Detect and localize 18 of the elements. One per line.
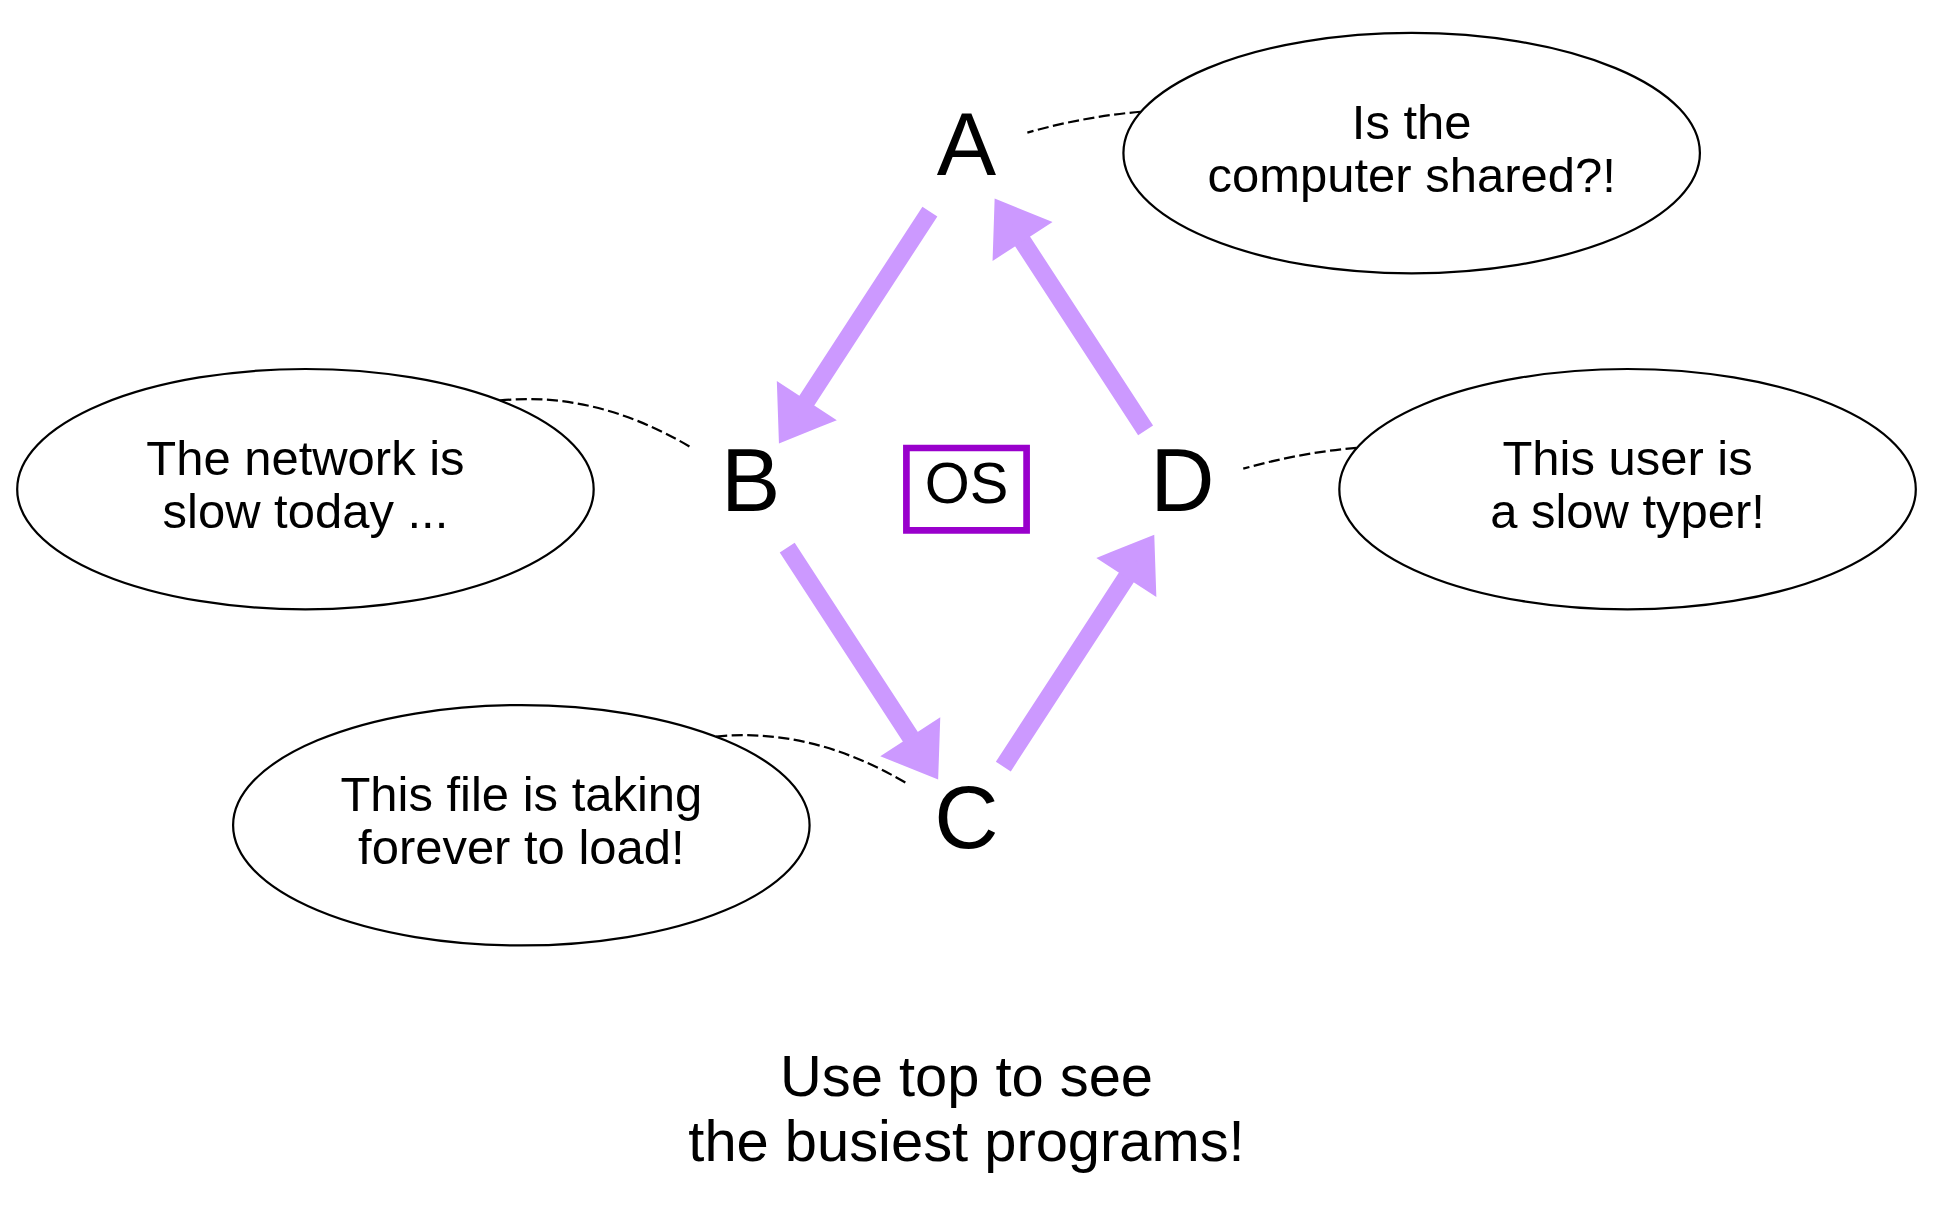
node-text: B <box>720 429 781 530</box>
connector <box>1027 110 1141 134</box>
node-ellipse: The network is slow today ... <box>16 367 595 610</box>
node-text: C <box>934 766 999 867</box>
arrow <box>776 206 938 443</box>
label: Use top to see the busiest programs! <box>688 1043 1245 1173</box>
arrow <box>779 542 941 780</box>
node-text: A <box>936 93 997 194</box>
connector <box>716 733 907 784</box>
node-box: OS <box>903 444 1030 534</box>
node-ellipse: This user is a slow typer! <box>1338 367 1917 610</box>
connector <box>500 397 691 448</box>
connector <box>1242 446 1357 470</box>
node-text: D <box>1150 429 1215 530</box>
node-ellipse: Is the computer shared?! <box>1122 31 1701 274</box>
node-ellipse: This file is taking forever to load! <box>232 703 811 947</box>
arrow <box>995 534 1157 771</box>
arrow <box>992 198 1154 435</box>
